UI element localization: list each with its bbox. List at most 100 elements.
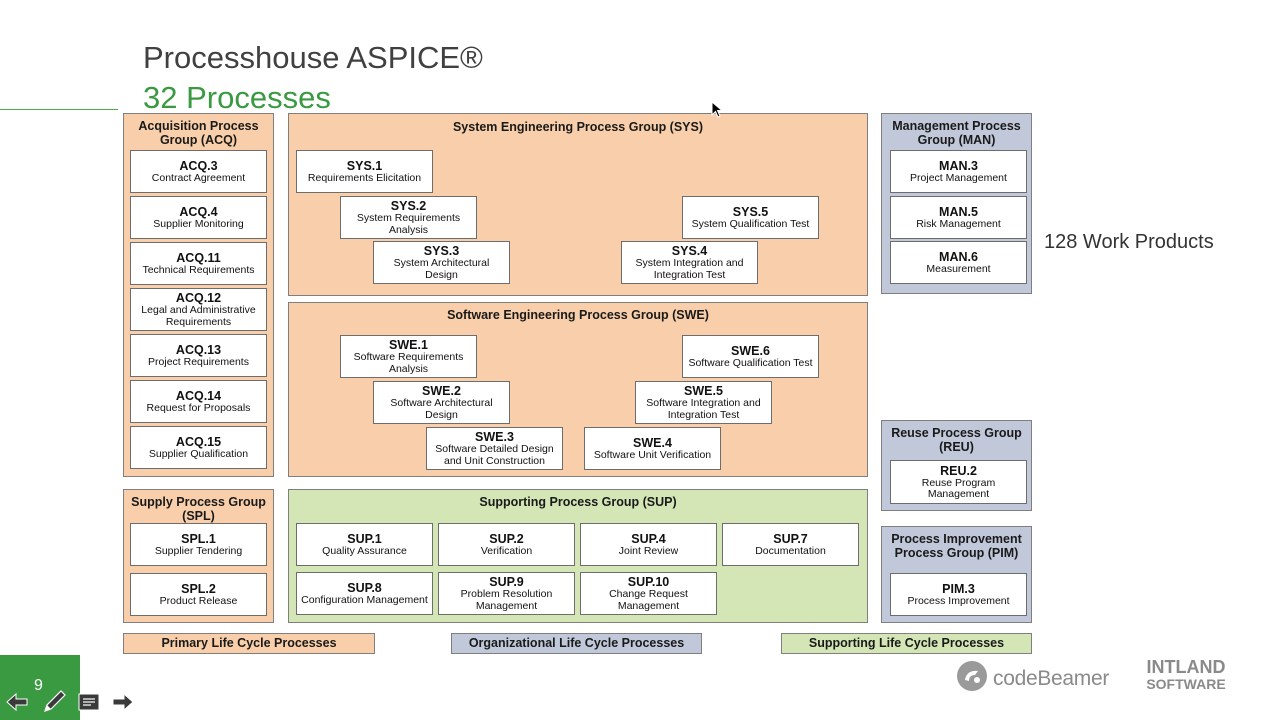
process-id: ACQ.12	[175, 291, 222, 305]
process-name: Technical Requirements	[142, 263, 255, 276]
slide-title: Processhouse ASPICE®	[143, 40, 483, 75]
forward-arrow-icon[interactable]	[110, 690, 136, 714]
group-swe: Software Engineering Process Group (SWE)…	[288, 302, 868, 477]
process-name: Supplier Qualification	[148, 447, 249, 460]
group-man-title: Management Process Group (MAN)	[892, 119, 1021, 147]
process-id: SUP.7	[773, 531, 808, 546]
process-id: MAN.5	[939, 204, 978, 219]
process-id: SWE.6	[731, 343, 770, 358]
process-name: Request for Proposals	[146, 401, 251, 414]
process-name: System Requirements Analysis	[356, 212, 461, 236]
group-pim-title: Process Improvement Process Group (PIM)	[891, 532, 1022, 560]
process-name: Software Detailed Design and Unit Constr…	[435, 443, 554, 467]
process-name: Measurement	[926, 262, 991, 275]
process-id: ACQ.4	[179, 204, 218, 219]
group-sys: System Engineering Process Group (SYS) S…	[288, 113, 868, 296]
process-name: Verification	[480, 544, 533, 557]
process-name: Change Request Management	[609, 588, 688, 612]
process-name: Software Requirements Analysis	[353, 351, 464, 375]
process-id: MAN.6	[939, 249, 978, 264]
group-reu-title: Reuse Process Group (REU)	[891, 426, 1022, 454]
process-id: SUP.9	[489, 575, 524, 589]
mouse-cursor-icon	[711, 100, 724, 124]
process-id: ACQ.13	[175, 342, 222, 357]
process-id: SYS.3	[423, 244, 460, 258]
process-id: SUP.4	[631, 531, 666, 546]
pen-icon[interactable]	[38, 686, 70, 716]
process-name: Software Qualification Test	[688, 356, 813, 369]
legend-organizational: Organizational Life Cycle Processes	[451, 633, 702, 654]
process-name: Software Architectural Design	[390, 397, 493, 421]
process-name: Risk Management	[916, 217, 1001, 230]
process-id: SYS.5	[732, 204, 769, 219]
process-name: Configuration Management	[301, 593, 428, 606]
process-name: Product Release	[159, 594, 238, 607]
process-id: SWE.3	[475, 430, 514, 444]
process-id: ACQ.15	[175, 434, 222, 449]
process-name: System Architectural Design	[393, 257, 490, 281]
intland-logo: INTLAND SOFTWARE	[1141, 657, 1231, 693]
process-name: Legal and Administrative Requirements	[141, 304, 256, 328]
work-products-count: 128 Work Products	[1044, 231, 1214, 253]
group-acq-title: Acquisition Process Group (ACQ)	[138, 119, 259, 147]
process-id: SYS.4	[671, 244, 708, 258]
intland-logo-line2: SOFTWARE	[1146, 676, 1226, 692]
process-id: SPL.1	[181, 531, 216, 546]
process-id: SUP.2	[489, 531, 524, 546]
process-name: Project Management	[910, 171, 1007, 184]
process-id: ACQ.11	[176, 250, 221, 265]
process-name: Documentation	[755, 544, 826, 557]
process-id: ACQ.3	[179, 158, 218, 173]
legend-supporting: Supporting Life Cycle Processes	[781, 633, 1032, 654]
legend-primary: Primary Life Cycle Processes	[123, 633, 375, 654]
group-sup-title: Supporting Process Group (SUP)	[479, 495, 677, 509]
process-name: Software Integration and Integration Tes…	[646, 397, 761, 421]
slide-nav-panel	[0, 655, 80, 720]
process-name: Problem Resolution Management	[460, 588, 553, 612]
process-name: Project Requirements	[148, 355, 249, 368]
intland-logo-line1: INTLAND	[1146, 657, 1226, 677]
notes-icon[interactable]	[76, 690, 102, 714]
process-id: SYS.1	[346, 158, 383, 173]
process-id: PIM.3	[942, 581, 975, 596]
codebeamer-logo-icon	[956, 660, 988, 697]
process-id: SUP.8	[347, 580, 382, 595]
slide-subtitle: 32 Processes	[143, 80, 331, 115]
back-arrow-icon[interactable]	[4, 690, 30, 714]
process-id: SYS.2	[390, 199, 427, 213]
page-number: 9	[34, 677, 43, 694]
group-swe-title: Software Engineering Process Group (SWE)	[447, 308, 709, 322]
process-id: SPL.2	[181, 581, 216, 596]
process-id: SUP.1	[347, 531, 382, 546]
process-name: Supplier Monitoring	[153, 217, 244, 230]
process-name: Requirements Elicitation	[307, 171, 422, 184]
group-pim: Process Improvement Process Group (PIM) …	[881, 526, 1032, 623]
process-name: Supplier Tendering	[154, 544, 243, 557]
process-name: System Integration and Integration Test	[635, 257, 744, 281]
